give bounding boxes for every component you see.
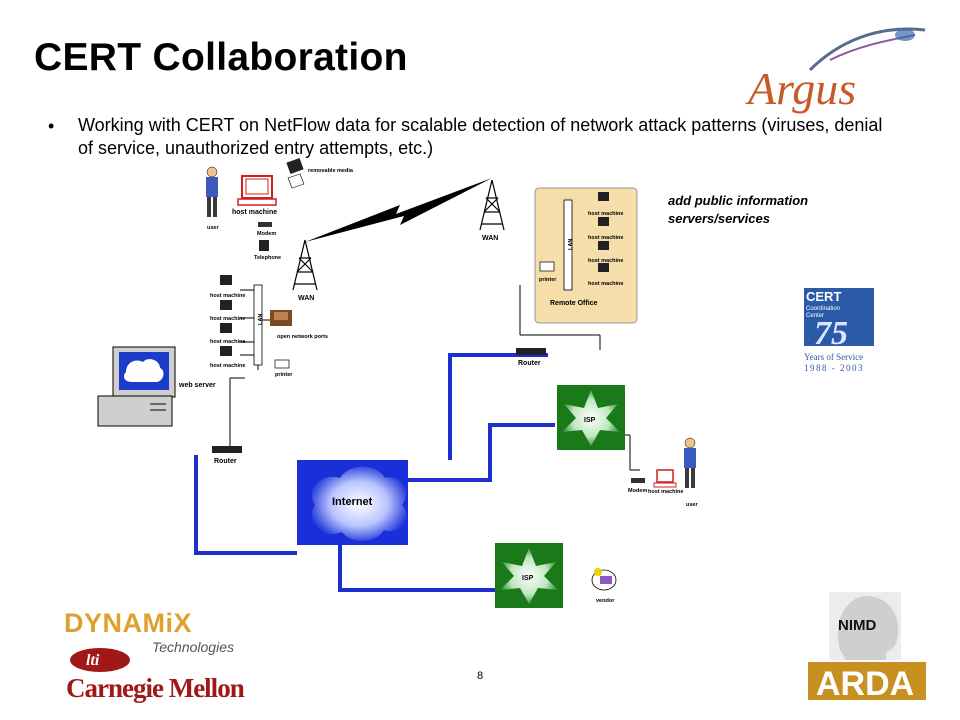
telephone-label: Telephone	[254, 255, 281, 261]
cmu-logo: lti Carnegie Mellon	[66, 648, 246, 703]
vendor-icon	[591, 568, 617, 591]
user-top-icon	[206, 166, 218, 217]
lan-left-backbone	[253, 284, 263, 366]
wan-label-left: WAN	[298, 295, 314, 302]
svg-text:DYNAMiX: DYNAMiX	[64, 608, 192, 638]
lan-left-hosts	[220, 275, 232, 356]
telephone-icon	[259, 240, 269, 251]
user-top-label: user	[207, 225, 219, 231]
user-right-icon	[684, 437, 696, 488]
svg-text:Years of Service: Years of Service	[804, 352, 863, 362]
remote-office	[534, 187, 638, 324]
wan-link-bolt	[305, 178, 492, 242]
wan-tower-right	[479, 179, 505, 231]
lan-left-label: LAN	[258, 314, 264, 325]
host-label-1: host machine	[210, 293, 245, 299]
ro-host-2-label: host machine	[588, 235, 623, 241]
svg-text:CERT: CERT	[806, 289, 841, 304]
host-label-4: host machine	[210, 363, 245, 369]
remote-office-label: Remote Office	[550, 300, 598, 307]
nimd-arda-logo: NIMD ARDA	[808, 592, 926, 703]
dynamix-logo: DYNAMiX Technologies	[64, 608, 234, 655]
network-links	[194, 353, 555, 592]
svg-text:Technologies: Technologies	[152, 639, 234, 655]
open-network-ports-icon	[270, 310, 292, 326]
ro-host-3-label: host machine	[588, 258, 623, 264]
host-machine-right-icon	[653, 469, 677, 488]
wan-label-right: WAN	[482, 235, 498, 242]
printer-left-label: printer	[275, 372, 293, 378]
printer-remote-label: printer	[539, 277, 557, 283]
router-right-label: Router	[518, 360, 541, 367]
user-right-label: user	[686, 502, 698, 508]
host-machine-top-icon	[237, 175, 277, 206]
svg-text:Center: Center	[806, 313, 824, 319]
removable-media-icon	[286, 157, 305, 189]
wan-tower-left	[292, 239, 318, 291]
slide-title: CERT Collaboration	[34, 36, 408, 79]
isp-top-label: ISP	[584, 417, 596, 424]
ro-host-4-label: host machine	[588, 281, 623, 287]
host-label-3: host machine	[210, 339, 245, 345]
router-left-icon	[212, 446, 242, 453]
lan-right-label: LAN	[568, 239, 574, 250]
argus-wordmark: Argus	[745, 63, 856, 114]
modem-top-icon	[258, 222, 272, 227]
add-public-servers-note: add public information servers/services	[668, 193, 809, 226]
page-number: 8	[476, 670, 484, 682]
bullet-text: Working with CERT on NetFlow data for sc…	[78, 115, 883, 158]
bullet-marker: •	[48, 116, 55, 136]
internet-label: Internet	[332, 496, 373, 508]
isp-bottom-node	[495, 543, 563, 608]
svg-text:NIMD: NIMD	[838, 617, 876, 634]
svg-text:ARDA: ARDA	[816, 665, 914, 703]
router-left-label: Router	[214, 458, 237, 465]
host-machine-top-label: host machine	[232, 209, 277, 216]
host-machine-right-label: host machine	[648, 489, 683, 495]
internet-cloud	[297, 460, 408, 545]
argus-logo: Argus	[745, 27, 926, 114]
modem-top-label: Modem	[257, 231, 276, 237]
host-label-2: host machine	[210, 316, 245, 322]
web-server-icon	[97, 346, 176, 427]
open-ports-label: open network ports	[277, 334, 328, 340]
svg-text:Coordination: Coordination	[806, 306, 840, 312]
isp-bottom-label: ISP	[522, 575, 534, 582]
web-server-label: web server	[178, 382, 216, 389]
modem-right-icon	[631, 478, 645, 483]
isp-top-node	[557, 385, 625, 450]
removable-media-label: removable media	[308, 168, 354, 174]
modem-right-label: Modem	[628, 488, 647, 494]
vendor-label: vendor	[596, 598, 615, 604]
printer-left-icon	[274, 359, 290, 369]
router-right-icon	[516, 348, 546, 355]
svg-text:lti: lti	[86, 652, 100, 669]
cert-logo: CERT Coordination Center 75 Years of Ser…	[804, 288, 874, 373]
svg-text:1988 - 2003: 1988 - 2003	[804, 363, 864, 373]
ro-host-1-label: host machine	[588, 211, 623, 217]
svg-text:Carnegie Mellon: Carnegie Mellon	[66, 673, 245, 703]
svg-text:75: 75	[814, 315, 848, 352]
